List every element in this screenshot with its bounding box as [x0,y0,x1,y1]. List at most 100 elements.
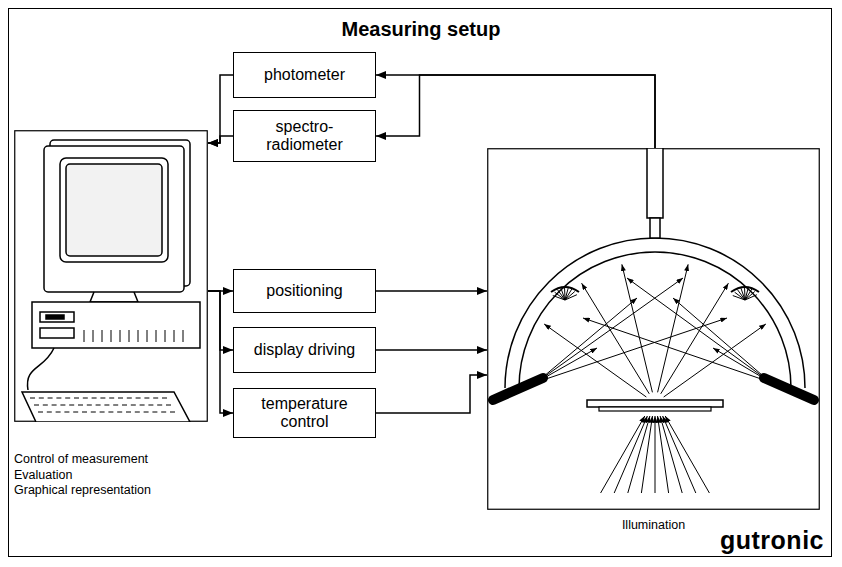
vent-stroke [183,330,184,342]
key-stroke [69,405,74,406]
light-ray [661,283,729,394]
key-stroke [96,405,101,406]
key-stroke [48,398,53,399]
key-stroke [161,412,166,413]
scatter-stroke [745,291,755,300]
scatter-stroke [565,295,577,300]
key-stroke [100,398,105,399]
key-stroke [117,412,122,413]
light-ray [622,264,653,392]
key-stroke [109,398,114,399]
backlight-ray [665,416,709,493]
key-stroke [38,412,43,413]
signal-connector [376,75,655,148]
key-stroke [131,405,136,406]
vent-stroke [147,330,148,342]
node-caption-text: Illumination [487,518,820,534]
signal-connector [376,75,655,148]
function-note: Control of measurement [14,452,151,468]
scatter-arc [731,287,759,292]
key-stroke [140,405,145,406]
node-caption: Control of measurementEvaluationGraphica… [14,452,151,499]
key-stroke [65,398,70,399]
box-label: display driving [254,341,355,359]
vent-stroke [174,330,175,342]
vent-stroke [156,330,157,342]
vent-stroke [165,330,166,342]
key-stroke [162,398,167,399]
illumination-node: Illumination [487,148,820,510]
key-stroke [34,405,39,406]
key-stroke [108,412,113,413]
light-ray [713,348,770,382]
key-stroke [122,405,127,406]
scatter-arc [551,287,579,292]
key-stroke [92,398,97,399]
light-ray [664,324,766,397]
scatter-stroke [745,295,757,300]
key-stroke [144,398,149,399]
process-box: spectro-radiometer [233,110,376,162]
key-stroke [100,412,105,413]
box-label: temperature control [250,395,360,432]
signal-connector [208,75,233,143]
signal-connector [208,291,233,413]
key-stroke [113,405,118,406]
key-stroke [136,398,141,399]
key-stroke [87,405,92,406]
box-label: photometer [264,66,345,84]
key-stroke [30,398,35,399]
vent-stroke [84,330,85,342]
key-stroke [64,412,69,413]
key-stroke [60,405,65,406]
key-stroke [104,405,109,406]
process-box: positioning [233,269,376,313]
key-stroke [91,412,96,413]
key-stroke [135,412,140,413]
key-stroke [39,398,44,399]
light-ray [537,318,727,382]
scatter-stroke [737,289,745,300]
key-stroke [82,412,87,413]
box-label: spectro-radiometer [250,118,360,155]
key-stroke [152,412,157,413]
key-stroke [127,398,132,399]
key-stroke [148,405,153,406]
light-ray [673,298,770,382]
brand-logo: gutronic [718,526,826,555]
key-stroke [144,412,149,413]
key-stroke [56,398,61,399]
backlight-ray [641,416,652,493]
key-stroke [126,412,131,413]
scatter-stroke [565,291,575,300]
scatter-stroke [741,288,745,300]
backlight-ray [655,416,656,493]
node-caption: Illumination [487,518,820,534]
function-note: Evaluation [14,468,151,484]
backlight-ray [663,416,696,493]
key-stroke [73,412,78,413]
process-box: display driving [233,327,376,373]
light-ray [537,298,637,382]
backlight-ray [601,416,645,493]
vent-stroke [120,330,121,342]
process-box: temperature control [233,388,376,438]
light-ray [583,318,770,382]
key-stroke [52,405,57,406]
signal-connector [376,375,487,413]
light-ray [627,278,770,382]
key-stroke [74,398,79,399]
key-stroke [47,412,52,413]
key-stroke [166,405,171,406]
computer-illustration [14,130,208,422]
vent-stroke [138,330,139,342]
key-stroke [56,412,61,413]
key-stroke [153,398,158,399]
scatter-stroke [561,288,565,300]
function-note: Graphical representation [14,483,151,499]
key-stroke [170,412,175,413]
vent-stroke [111,330,112,342]
light-ray [537,348,597,382]
box-label: positioning [266,282,343,300]
signal-connector [376,290,487,292]
